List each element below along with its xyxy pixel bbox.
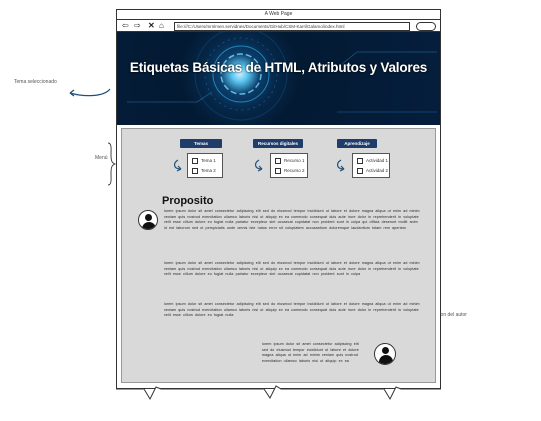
paragraph: lorem ipsum dolor sit amet consectetur a… [164,209,420,230]
section-heading: Proposito [162,195,214,207]
submenu-item[interactable]: Tema 2 [192,168,216,174]
content-area: Temas Tema 1 Tema 2 Recursos digitales R… [121,128,436,383]
browser-window: A Web Page ⇦ ⇨ ✕ ⌂ file:///C:/Users/mrnl… [116,9,441,389]
page-title: Etiquetas Básicas de HTML, Atributos y V… [129,60,428,75]
search-field[interactable] [416,22,436,31]
curved-arrow-icon [337,159,345,172]
paragraph: lorem ipsum dolor sit amet consectetur a… [164,302,420,318]
submenu-item[interactable]: Actividad 1 [357,158,388,164]
checkbox[interactable] [357,168,363,174]
checkbox[interactable] [357,158,363,164]
forward-icon[interactable]: ⇨ [134,21,141,30]
submenu-aprendizaje: Actividad 1 Actividad 2 [352,153,390,178]
checkbox[interactable] [192,168,198,174]
submenu-item[interactable]: Recurso 2 [275,168,305,174]
annotation-arrow-topic [69,88,111,97]
torn-edge-decoration [116,385,441,401]
submenu-item[interactable]: Tema 1 [192,158,216,164]
browser-toolbar: ⇦ ⇨ ✕ ⌂ file:///C:/Users/mrnlmen.servidn… [117,19,440,32]
submenu-item[interactable]: Recurso 1 [275,158,305,164]
home-icon[interactable]: ⌂ [159,21,164,30]
submenu-temas: Tema 1 Tema 2 [187,153,223,178]
author-avatar-icon [374,343,396,365]
close-icon[interactable]: ✕ [148,21,155,30]
menu-button-recursos[interactable]: Recursos digitales [253,139,303,148]
back-icon[interactable]: ⇦ [122,21,129,30]
author-info-text: lorem ipsum dolor sit amet consectetur a… [262,342,359,363]
window-title: A Web Page [264,11,293,17]
menu-button-aprendizaje[interactable]: Aprendizaje [337,139,377,148]
menu-button-temas[interactable]: Temas [180,139,222,148]
annotation-menu: Menú [95,155,108,161]
header-banner: Etiquetas Básicas de HTML, Atributos y V… [117,32,440,125]
curved-arrow-icon [255,159,263,172]
address-bar[interactable]: file:///C:/Users/mrnlmen.servidnes/Docum… [174,22,410,31]
checkbox[interactable] [275,158,281,164]
submenu-recursos: Recurso 1 Recurso 2 [270,153,308,178]
avatar-icon [138,210,158,230]
paragraph: lorem ipsum dolor sit amet consectetur a… [164,261,420,277]
checkbox[interactable] [192,158,198,164]
menu-brace-icon [107,142,116,186]
annotation-author: Informacion del autor [420,312,467,318]
curved-arrow-icon [174,159,182,172]
checkbox[interactable] [275,168,281,174]
annotation-topic: Tema seleccionado [14,79,57,85]
submenu-item[interactable]: Actividad 2 [357,168,388,174]
tech-circle-graphic [127,32,437,121]
